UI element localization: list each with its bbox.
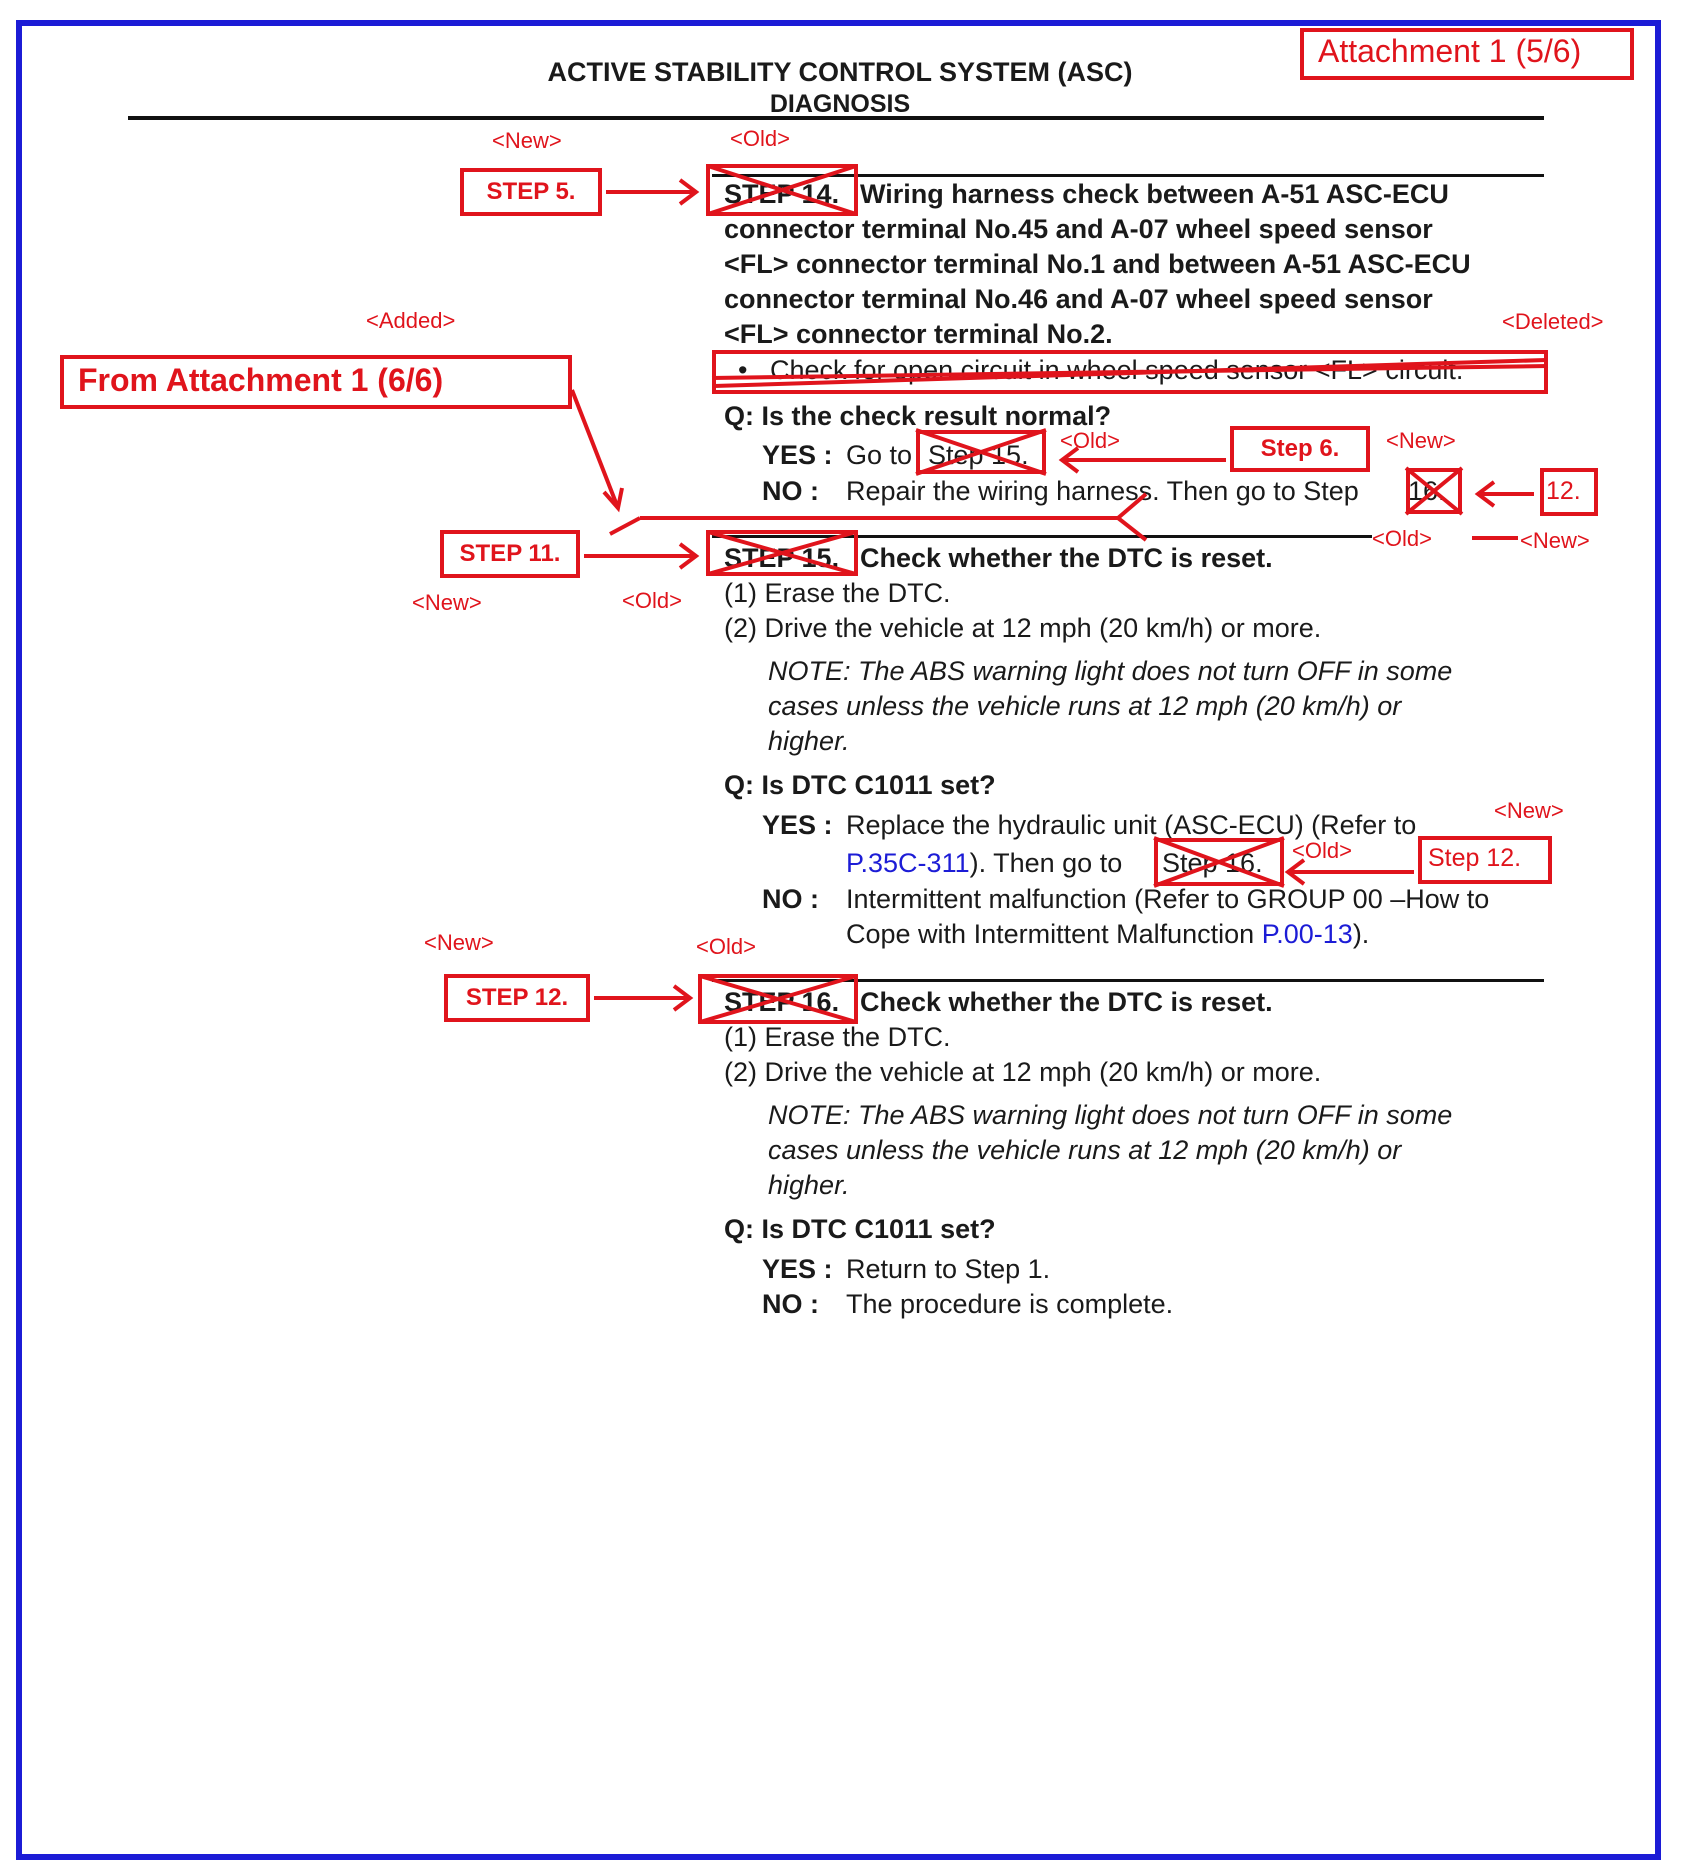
step15-item1: (1) Erase the DTC. bbox=[724, 578, 951, 608]
step15-question: Q: Is DTC C1011 set? bbox=[724, 770, 996, 800]
step12-small-label: Step 12. bbox=[1428, 844, 1522, 872]
step15-yes-text1: Replace the hydraulic unit (ASC-ECU) (Re… bbox=[846, 810, 1417, 840]
old-tag-step16-label: <Old> bbox=[696, 934, 756, 959]
bullet-dot: • bbox=[738, 355, 748, 385]
step14-title-line4: connector terminal No.46 and A-07 wheel … bbox=[724, 284, 1433, 314]
new-12-box bbox=[1540, 468, 1598, 516]
new-tag-step12-small: <New> bbox=[1494, 798, 1564, 823]
step14-yes-text: Go to bbox=[846, 440, 913, 470]
attachment-box bbox=[1300, 28, 1634, 80]
old-16-box bbox=[1406, 468, 1462, 514]
step16-yes-label: YES : bbox=[762, 1254, 833, 1284]
step16-no-text: The procedure is complete. bbox=[846, 1289, 1174, 1319]
attachment-label: Attachment 1 (5/6) bbox=[1318, 33, 1582, 69]
step12-small-box bbox=[1418, 836, 1552, 884]
old-tag-step16: <Old> bbox=[1292, 838, 1352, 863]
step12-new-label: STEP 12. bbox=[444, 974, 590, 1022]
step15-note-line3: higher. bbox=[768, 726, 850, 756]
step15-no-link[interactable]: P.00-13 bbox=[1261, 919, 1353, 949]
old-tag-step15: <Old> bbox=[1060, 428, 1120, 453]
step16-note-line3: higher. bbox=[768, 1170, 850, 1200]
new-tag-12: <New> bbox=[1520, 528, 1590, 553]
old-step15-box bbox=[916, 430, 1046, 474]
page-subtitle: DIAGNOSIS bbox=[769, 90, 911, 118]
step16-yes-text: Return to Step 1. bbox=[846, 1254, 1051, 1284]
step14-title-line5: <FL> connector terminal No.2. bbox=[724, 319, 1113, 349]
step16-note-line1: NOTE: The ABS warning light does not tur… bbox=[768, 1100, 1453, 1130]
step15-note-line1: NOTE: The ABS warning light does not tur… bbox=[768, 656, 1453, 686]
step16-question: Q: Is DTC C1011 set? bbox=[724, 1214, 996, 1244]
step6-new-label: Step 6. bbox=[1230, 426, 1370, 472]
step16-note-line2: cases unless the vehicle runs at 12 mph … bbox=[768, 1135, 1402, 1165]
step16-item1: (1) Erase the DTC. bbox=[724, 1022, 951, 1052]
from-attachment-box bbox=[60, 355, 572, 409]
page-frame bbox=[16, 20, 1661, 1860]
step15-no-text3: ). bbox=[1352, 919, 1370, 949]
step14-title-line2: connector terminal No.45 and A-07 wheel … bbox=[724, 214, 1433, 244]
step15-yes-text2: ). Then go to bbox=[969, 848, 1123, 878]
step5-new-label: STEP 5. bbox=[460, 168, 602, 216]
step14-rule bbox=[712, 174, 1544, 177]
new-tag-step6: <New> bbox=[1386, 428, 1456, 453]
step15-no-text1: Intermittent malfunction (Refer to GROUP… bbox=[846, 884, 1490, 914]
old-tag: <Old> bbox=[730, 126, 790, 151]
old-step16-box bbox=[1154, 838, 1284, 886]
step15-title: Check whether the DTC is reset. bbox=[860, 543, 1273, 573]
step15-yes-link[interactable]: P.35C-311 bbox=[846, 848, 970, 878]
old-tag-step15-label: <Old> bbox=[622, 588, 682, 613]
step16-rule bbox=[712, 979, 1544, 982]
step15-rule bbox=[712, 535, 1372, 538]
step15-note-line2: cases unless the vehicle runs at 12 mph … bbox=[768, 691, 1402, 721]
step15-no-text2: Cope with Intermittent Malfunction bbox=[846, 919, 1255, 949]
step14-title-line1: Wiring harness check between A-51 ASC-EC… bbox=[860, 179, 1449, 209]
deleted-bullet-text: Check for open circuit in wheel speed se… bbox=[770, 355, 1464, 385]
step14-label: STEP 14. bbox=[724, 179, 840, 209]
step16-title: Check whether the DTC is reset. bbox=[860, 987, 1273, 1017]
step16-no-label: NO : bbox=[762, 1289, 819, 1319]
added-tag: <Added> bbox=[366, 308, 456, 333]
header-rule bbox=[128, 116, 1544, 120]
step14-title-line3: <FL> connector terminal No.1 and between… bbox=[724, 249, 1471, 279]
step15-no-label: NO : bbox=[762, 884, 819, 914]
new-tag-step12: <New> bbox=[424, 930, 494, 955]
step14-no-text: Repair the wiring harness. Then go to St… bbox=[846, 476, 1359, 506]
old-tag-16: <Old> bbox=[1372, 526, 1432, 551]
step16-item2: (2) Drive the vehicle at 12 mph (20 km/h… bbox=[724, 1057, 1322, 1087]
step15-label: STEP 15. bbox=[724, 543, 840, 573]
new-12-label: 12. bbox=[1546, 477, 1581, 505]
new-tag-step11: <New> bbox=[412, 590, 482, 615]
page-title: ACTIVE STABILITY CONTROL SYSTEM (ASC) bbox=[547, 57, 1133, 87]
from-attachment-label: From Attachment 1 (6/6) bbox=[78, 362, 444, 398]
step14-question: Q: Is the check result normal? bbox=[724, 401, 1112, 431]
step15-yes-label: YES : bbox=[762, 810, 833, 840]
step16-label: STEP 16. bbox=[724, 987, 840, 1017]
step15-item2: (2) Drive the vehicle at 12 mph (20 km/h… bbox=[724, 613, 1322, 643]
step14-no-label: NO : bbox=[762, 476, 819, 506]
step14-yes-label: YES : bbox=[762, 440, 833, 470]
new-tag: <New> bbox=[492, 128, 562, 153]
step11-new-label: STEP 11. bbox=[440, 530, 580, 578]
deleted-tag: <Deleted> bbox=[1502, 309, 1604, 334]
